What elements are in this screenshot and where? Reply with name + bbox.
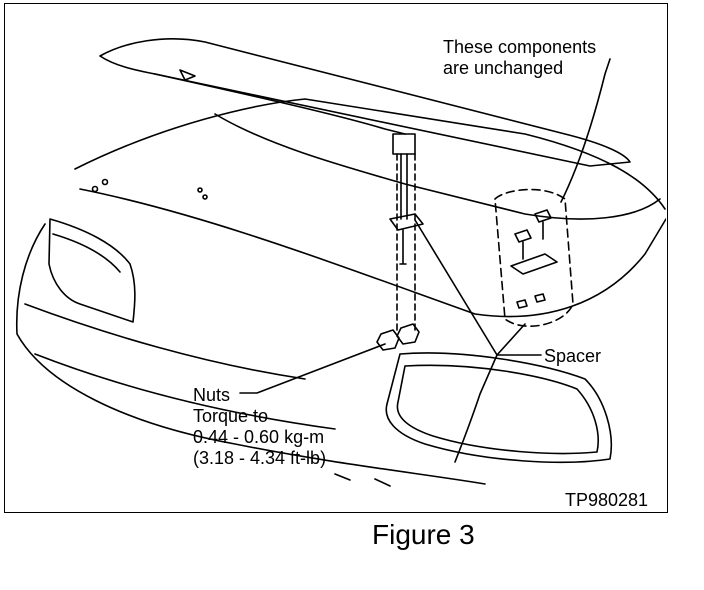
nuts-label-line1: Nuts xyxy=(193,385,231,405)
body-crease-lower xyxy=(34,353,336,430)
nuts-torque-label: Nuts Torque to 0.44 - 0.60 kg-m (3.18 - … xyxy=(193,385,326,469)
component-bracket xyxy=(510,253,558,275)
component-bolt-1 xyxy=(514,229,532,260)
component-washer-2 xyxy=(534,293,546,303)
trunk-spoiler-drawing xyxy=(15,38,666,487)
components-unchanged-label: These components are unchanged xyxy=(443,37,596,79)
left-tail-light xyxy=(48,218,136,323)
center-spacer xyxy=(389,213,424,231)
components-group-outline xyxy=(494,188,574,327)
trunk-lid-outline xyxy=(74,98,666,210)
figure-caption: Figure 3 xyxy=(372,519,475,550)
nut-left xyxy=(376,329,400,351)
leader-components xyxy=(560,58,611,203)
center-stud xyxy=(399,229,407,265)
nuts-label-line2: Torque to xyxy=(193,406,269,426)
component-washer-1 xyxy=(516,299,528,309)
diagram-frame: These components are unchanged Spacer Nu… xyxy=(4,3,668,513)
trunk-hole xyxy=(202,194,208,200)
left-tail-light-inner xyxy=(52,233,121,273)
trunk-hole xyxy=(101,178,109,186)
trunk-hole xyxy=(197,187,203,193)
right-tail-light-inner xyxy=(396,364,599,455)
components-label-line2: are unchanged xyxy=(443,58,564,78)
rear-fender xyxy=(15,223,486,485)
spoiler-lip xyxy=(179,69,196,81)
spoiler-top xyxy=(99,38,631,167)
leader-nuts xyxy=(239,343,386,394)
leader-spacer-2 xyxy=(454,354,498,463)
nut-right xyxy=(396,323,420,345)
rear-window-line xyxy=(214,113,661,220)
component-bolt-2 xyxy=(534,209,552,240)
trunk-hole xyxy=(91,185,99,193)
spoiler-underside xyxy=(154,73,406,135)
body-crease xyxy=(24,303,306,380)
diagram-code: TP980281 xyxy=(565,490,649,510)
components-label-line1: These components xyxy=(443,37,597,57)
trunk-lid-edge xyxy=(79,188,666,318)
shading-stroke xyxy=(334,473,351,481)
center-bolt xyxy=(400,153,408,220)
nuts-label-line3: 0.44 - 0.60 kg-m xyxy=(193,427,325,447)
right-tail-light xyxy=(385,352,613,464)
center-mount-post xyxy=(392,133,416,155)
leader-spacer-3 xyxy=(496,323,526,356)
shading-stroke xyxy=(374,478,391,487)
spacer-label: Spacer xyxy=(544,346,602,366)
nuts-label-line4: (3.18 - 4.34 ft-lb) xyxy=(193,448,327,468)
